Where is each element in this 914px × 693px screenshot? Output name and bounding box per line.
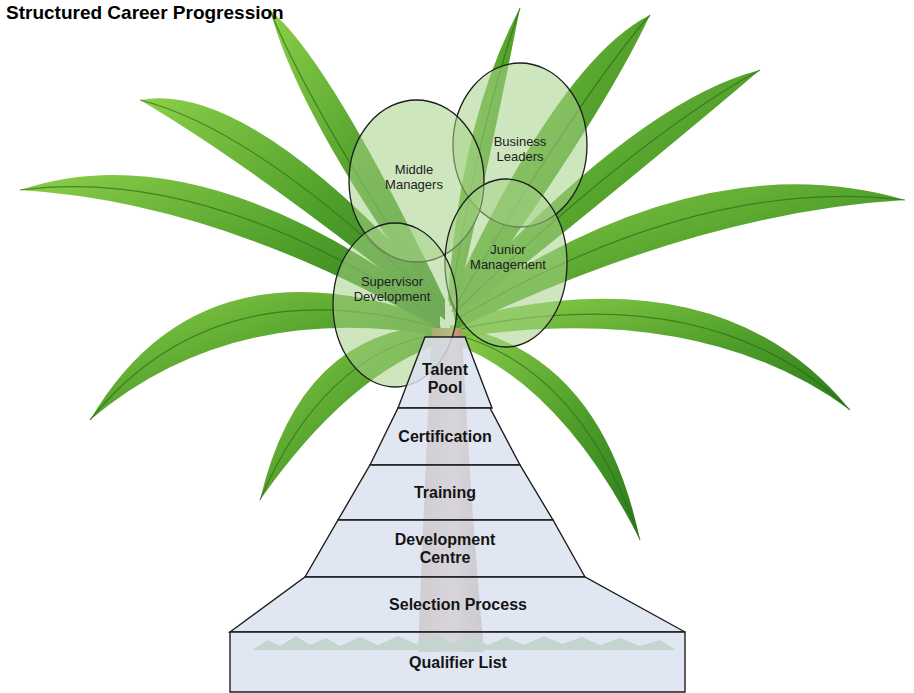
pyramid-base-shape <box>230 632 685 692</box>
pyramid-band: Certification <box>370 408 520 465</box>
label-holder: Development Centre <box>380 531 510 568</box>
level-circle-label: Middle Managers <box>371 163 457 193</box>
pyramid-band-shape <box>338 465 553 520</box>
title-holder: Structured Career Progression <box>6 2 284 24</box>
pyramid-band-label: Certification <box>386 428 504 446</box>
pyramid-band: Selection Process <box>230 577 685 632</box>
pyramid-band-label: Talent Pool <box>416 361 474 398</box>
pyramid-band: Talent Pool <box>398 337 492 408</box>
label-holder: Supervisor Development <box>345 275 439 305</box>
pyramid-band-shape <box>370 408 520 465</box>
pyramid-band: Development Centre <box>305 520 585 577</box>
pyramid-band-label: Development Centre <box>380 531 510 568</box>
label-holder: Training <box>370 484 520 502</box>
pyramid-base: Qualifier List <box>230 632 685 692</box>
pyramid-band: Training <box>338 465 553 520</box>
level-circle-shape <box>445 179 567 347</box>
label-holder: Junior Management <box>461 243 555 273</box>
pyramid-band-shape <box>230 577 685 632</box>
label-holder: Talent Pool <box>416 361 474 398</box>
pyramid-band-outline <box>305 520 585 577</box>
pyramid-band-shape <box>305 520 585 577</box>
pyramid-band-shape <box>398 337 492 408</box>
label-holder: Business Leaders <box>482 135 558 165</box>
pyramid-base-label: Qualifier List <box>328 654 588 672</box>
label-holder: Certification <box>386 428 504 446</box>
diagram-title: Structured Career Progression <box>6 2 284 24</box>
label-holder: Qualifier List <box>328 654 588 672</box>
label-holder: Selection Process <box>328 596 588 614</box>
level-circle-label: Junior Management <box>461 243 555 273</box>
frond-midribs <box>20 8 905 540</box>
level-circle-label: Supervisor Development <box>345 275 439 305</box>
pyramid-band-label: Training <box>370 484 520 502</box>
pyramid-band-label: Selection Process <box>328 596 588 614</box>
label-holder: Middle Managers <box>371 163 457 193</box>
level-circle-label: Business Leaders <box>482 135 558 165</box>
level-circle: Junior Management <box>444 178 568 348</box>
